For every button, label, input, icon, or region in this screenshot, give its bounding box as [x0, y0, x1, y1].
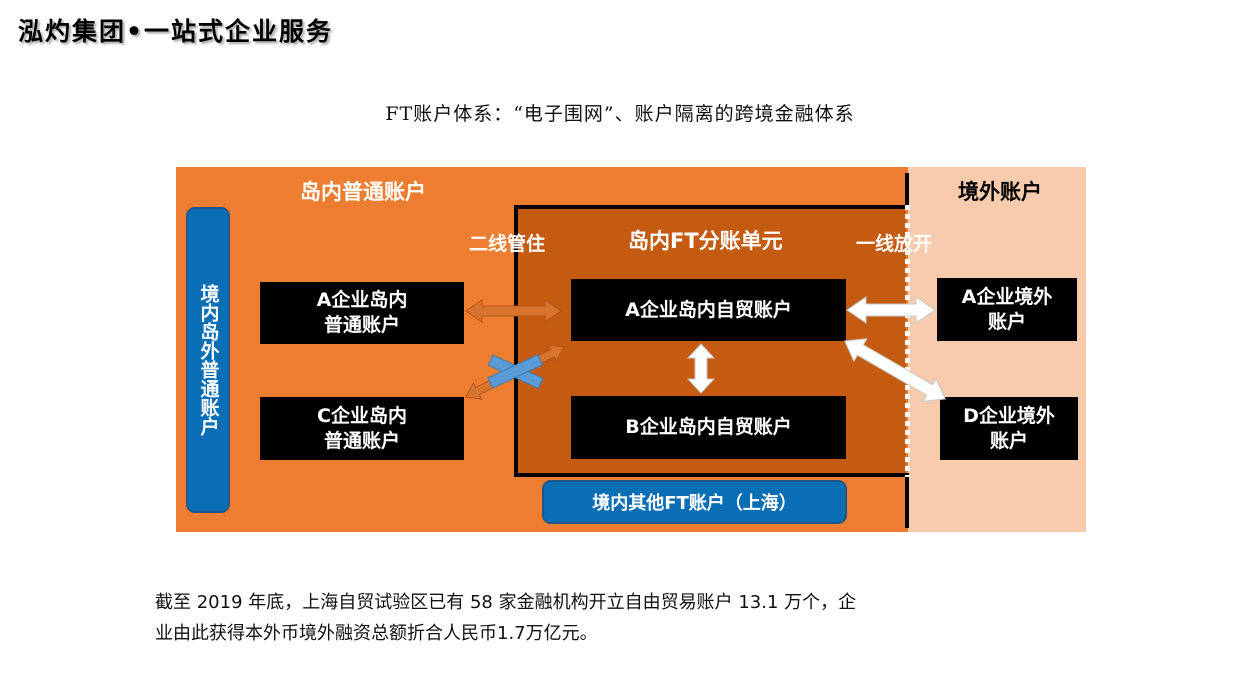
company-title: 泓灼集团•一站式企业服务 [18, 17, 333, 46]
b-ft-account-label: B企业岛内自贸账户 [625, 416, 792, 438]
c-domestic-line1: C企业岛内 [317, 404, 407, 427]
a-ft-account-label: A企业岛内自贸账户 [625, 298, 792, 321]
a-ft-account-box: A企业岛内自贸账户 [571, 279, 846, 341]
a-domestic-line2: 普通账户 [323, 314, 400, 336]
overseas-zone [908, 167, 1086, 532]
c-domestic-account-box: C企业岛内普通账户 [260, 397, 464, 460]
d-overseas-account-box: D企业境外账户 [940, 397, 1078, 460]
footnote: 截至 2019 年底，上海自贸试验区已有 58 家金融机构开立自由贸易账户 13… [155, 587, 1095, 649]
footnote-line-2: 业由此获得本外币境外融资总额折合人民币1.7万亿元。 [155, 623, 598, 644]
overseas-zone-label: 境外账户 [958, 180, 1042, 204]
footnote-line-1: 截至 2019 年底，上海自贸试验区已有 58 家金融机构开立自由贸易账户 13… [155, 592, 857, 613]
a-overseas-line2: 账户 [987, 310, 1026, 333]
other-ft-accounts-pill: 境内其他FT账户（上海） [542, 480, 847, 524]
b-ft-account-box: B企业岛内自贸账户 [571, 396, 846, 459]
boundary-line-top [905, 173, 909, 207]
boundary-line-bottom [905, 473, 909, 528]
a-domestic-account-box: A企业岛内普通账户 [260, 282, 464, 344]
d-overseas-line1: D企业境外 [963, 404, 1055, 427]
a-overseas-line1: A企业境外 [961, 285, 1053, 308]
other-ft-accounts-label: 境内其他FT账户（上海） [592, 493, 797, 514]
d-overseas-line2: 账户 [989, 429, 1028, 452]
domestic-offisland-accounts-pill: 境内岛外普通账户 [186, 207, 230, 513]
a-domestic-line1: A企业岛内 [316, 289, 408, 311]
diagram-title: FT账户体系：“电子围网”、账户隔离的跨境金融体系 [385, 103, 855, 125]
domestic-offisland-accounts-label: 境内岛外普通账户 [197, 284, 220, 436]
c-domestic-line2: 普通账户 [323, 429, 400, 452]
first-line-label: 一线放开 [856, 233, 933, 255]
ft-unit-label: 岛内FT分账单元 [628, 229, 783, 253]
domestic-zone-label: 岛内普通账户 [300, 180, 426, 204]
a-overseas-account-box: A企业境外账户 [937, 278, 1077, 341]
second-line-label: 二线管住 [469, 233, 546, 255]
